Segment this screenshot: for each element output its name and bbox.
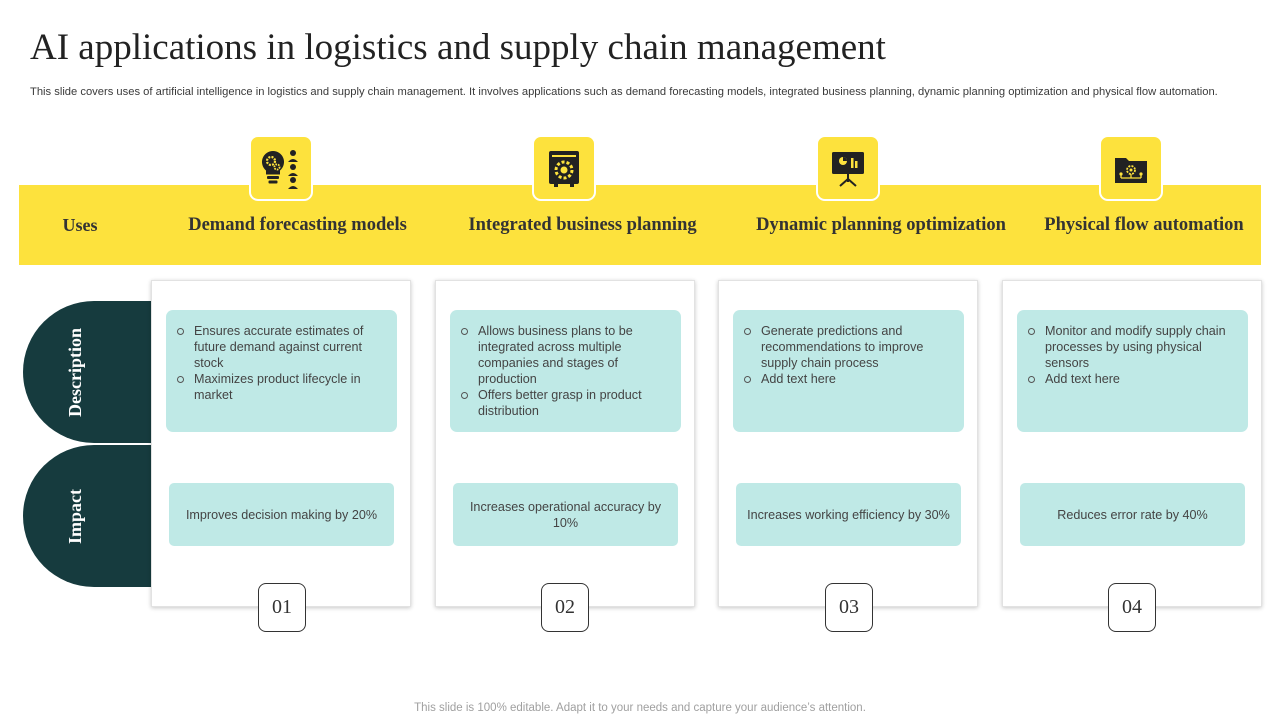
monitor-gear-icon bbox=[532, 135, 596, 201]
uses-label: Uses bbox=[62, 214, 98, 235]
impact-box: Improves decision making by 20% bbox=[169, 483, 394, 546]
description-box: Ensures accurate estimates of future dem… bbox=[166, 310, 397, 432]
impact-row-label: Impact bbox=[64, 488, 85, 544]
step-number: 02 bbox=[541, 583, 589, 632]
step-number: 01 bbox=[258, 583, 306, 632]
page-subtitle: This slide covers uses of artificial int… bbox=[30, 86, 1218, 98]
description-box: Monitor and modify supply chain processe… bbox=[1017, 310, 1248, 432]
description-bullet: Offers better grasp in product distribut… bbox=[460, 387, 671, 419]
description-bullet: Allows business plans to be integrated a… bbox=[460, 323, 671, 387]
description-bullet: Add text here bbox=[743, 371, 954, 387]
presentation-board-icon bbox=[816, 135, 880, 201]
step-number: 04 bbox=[1108, 583, 1156, 632]
footer-note: This slide is 100% editable. Adapt it to… bbox=[414, 702, 866, 714]
description-bullet: Monitor and modify supply chain processe… bbox=[1027, 323, 1238, 371]
description-box: Allows business plans to be integrated a… bbox=[450, 310, 681, 432]
description-bullet: Ensures accurate estimates of future dem… bbox=[176, 323, 387, 371]
column-title-dynamic-planning: Dynamic planning optimization bbox=[756, 214, 1006, 235]
folder-network-icon bbox=[1099, 135, 1163, 201]
impact-box: Reduces error rate by 40% bbox=[1020, 483, 1245, 546]
column-title-demand-forecasting: Demand forecasting models bbox=[188, 214, 407, 235]
step-number: 03 bbox=[825, 583, 873, 632]
column-title-physical-flow: Physical flow automation bbox=[1044, 214, 1244, 235]
bulb-gear-people-icon bbox=[249, 135, 313, 201]
column-title-integrated-planning: Integrated business planning bbox=[468, 214, 697, 235]
description-bullet: Generate predictions and recommendations… bbox=[743, 323, 954, 371]
description-row-tab bbox=[23, 301, 152, 443]
uses-band bbox=[19, 185, 1261, 265]
description-bullet: Add text here bbox=[1027, 371, 1238, 387]
impact-box: Increases operational accuracy by 10% bbox=[453, 483, 678, 546]
description-bullet: Maximizes product lifecycle in market bbox=[176, 371, 387, 403]
impact-row-tab bbox=[23, 445, 152, 587]
description-row-label: Description bbox=[64, 327, 85, 417]
impact-box: Increases working efficiency by 30% bbox=[736, 483, 961, 546]
description-box: Generate predictions and recommendations… bbox=[733, 310, 964, 432]
page-title: AI applications in logistics and supply … bbox=[30, 27, 886, 68]
